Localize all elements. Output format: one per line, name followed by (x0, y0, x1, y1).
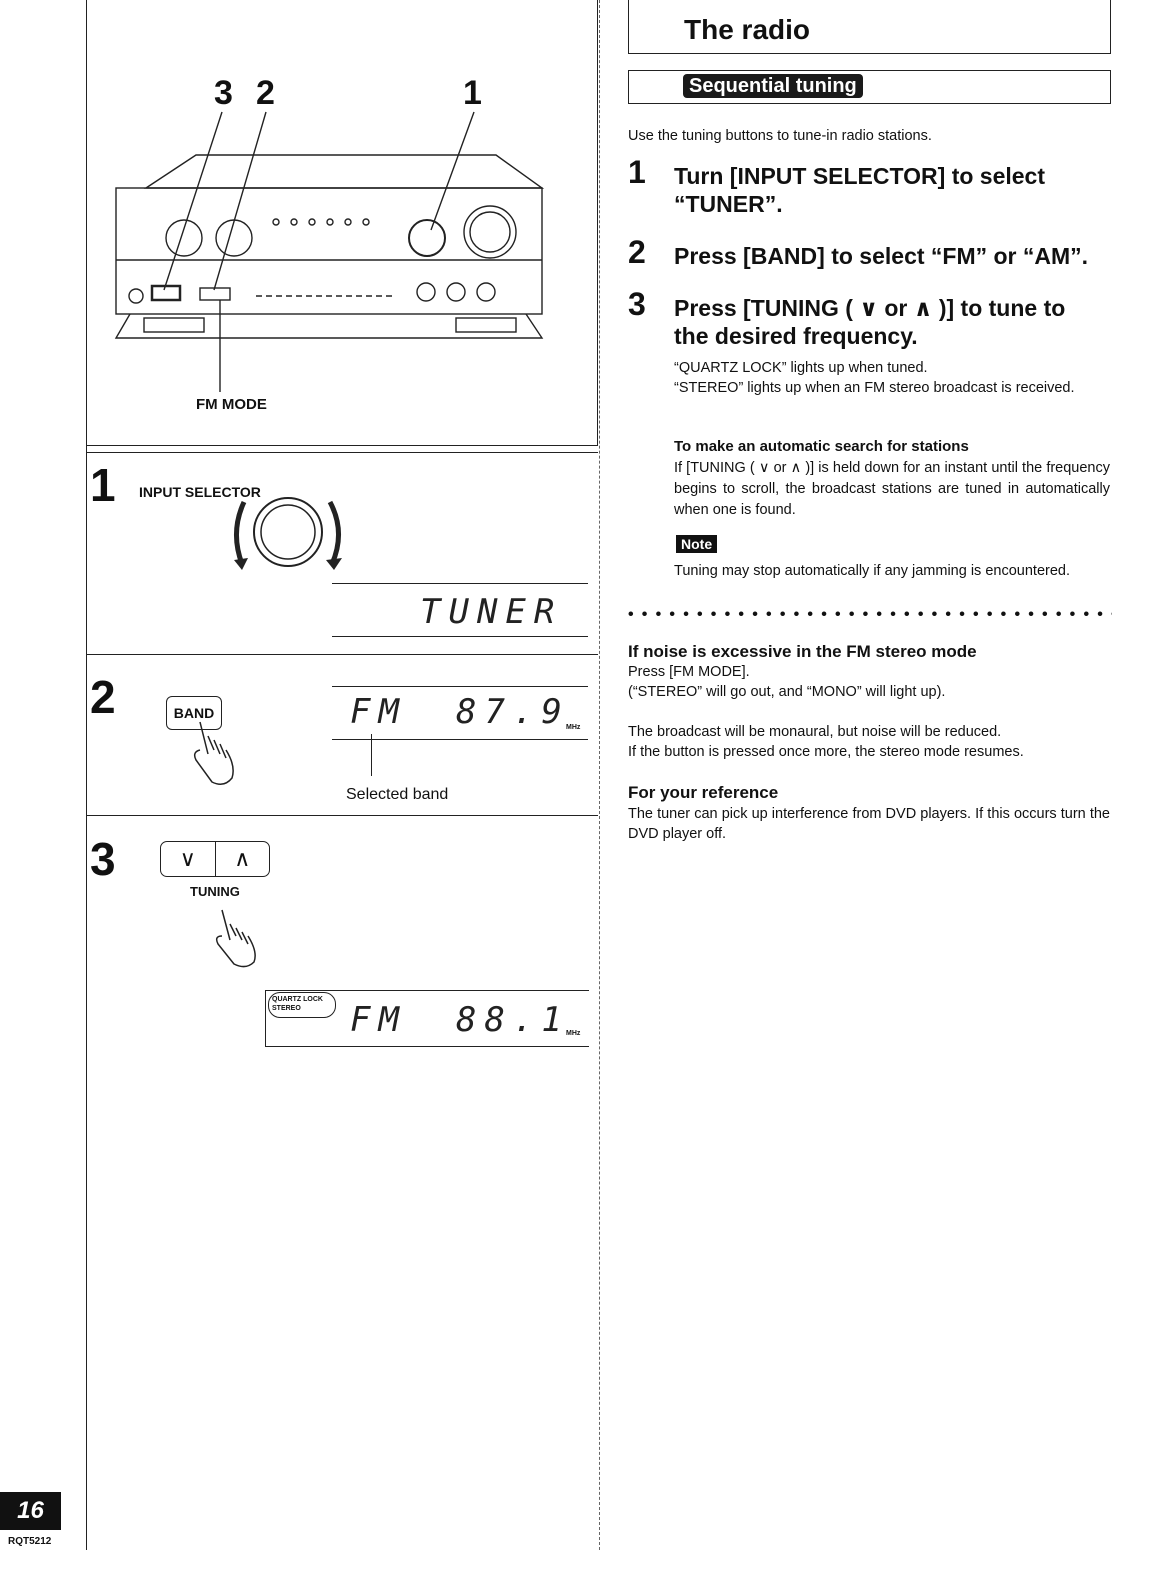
page-title: The radio (684, 14, 811, 45)
dotted-separator: •••••••••••••••••••••••••••••••••••••••• (628, 606, 1112, 623)
quartz-lock-display (265, 990, 589, 1047)
noise-line4: If the button is pressed once more, the … (628, 744, 1024, 760)
tuner-display: TUNER (420, 592, 563, 632)
intro-text: Use the tuning buttons to tune-in radio … (628, 128, 932, 144)
document-code: RQT5212 (8, 1536, 52, 1547)
receiver-drawing (114, 111, 545, 392)
step1-number: 1 (90, 459, 116, 511)
band-button: BAND (166, 696, 222, 730)
step2-number: 2 (628, 234, 646, 270)
step3-number: 3 (90, 833, 116, 885)
display-bottom-line (332, 636, 588, 637)
fm-mode-label: FM MODE (196, 396, 267, 413)
divider (86, 654, 598, 655)
noise-heading: If noise is excessive in the FM stereo m… (628, 642, 977, 661)
input-selector-knob-icon (233, 497, 342, 570)
mhz-unit: MHz (566, 1030, 581, 1037)
left-column-frame (86, 0, 600, 1550)
pointing-hand-icon (215, 909, 256, 968)
tuning-label: TUNING (190, 884, 240, 899)
selected-band-caption: Selected band (346, 786, 449, 803)
section-title: Sequential tuning (683, 74, 863, 98)
noise-line1: Press [FM MODE]. (628, 664, 750, 680)
step2-number: 2 (90, 671, 116, 723)
step2-text: Press [BAND] to select “FM” or “AM”. (674, 243, 1089, 269)
step1-text: Turn [INPUT SELECTOR] to select “TUNER”. (674, 163, 1046, 217)
tuning-down-button: ∨ (179, 846, 196, 871)
input-selector-label: INPUT SELECTOR (139, 484, 261, 500)
fm-band-display: FM (350, 692, 407, 732)
quartz-lock-note: “QUARTZ LOCK” lights up when tuned. (674, 360, 928, 376)
divider (86, 452, 598, 453)
selected-band-pointer (371, 734, 372, 776)
noise-line3: The broadcast will be monaural, but nois… (628, 724, 1002, 740)
display-top-line (332, 686, 588, 687)
receiver-illustration-box (86, 0, 598, 446)
step3-text: Press [TUNING ( ∨ or ∧ )] to tune to the… (674, 295, 1066, 349)
reference-text: The tuner can pick up interference from … (628, 806, 1110, 842)
page-number: 16 (0, 1492, 61, 1530)
mhz-unit: MHz (566, 724, 581, 731)
reference-heading: For your reference (628, 783, 779, 802)
divider (86, 815, 598, 816)
tuning-up-button: ∧ (214, 842, 270, 876)
step3-number: 3 (628, 286, 646, 322)
display-bottom-line (332, 739, 588, 740)
step1-number: 1 (628, 154, 646, 190)
fm-frequency-display: 88.1 (456, 1000, 570, 1040)
callout-2: 2 (256, 74, 275, 112)
note-label: Note (676, 535, 718, 553)
fm-band-display: FM (350, 1000, 407, 1040)
fm-frequency-display: 87.9 (456, 692, 570, 732)
pointing-hand-icon (193, 721, 234, 785)
auto-search-heading: To make an automatic search for stations (674, 438, 969, 455)
callout-3: 3 (214, 74, 233, 112)
subtitle-box (628, 70, 1111, 104)
quartz-lock-indicator: QUARTZ LOCK STEREO (268, 992, 336, 1018)
tuning-buttons: ∨ ∧ (160, 841, 270, 877)
title-box (628, 0, 1111, 54)
note-text: Tuning may stop automatically if any jam… (674, 563, 1070, 579)
callout-1: 1 (463, 74, 482, 112)
noise-line2: (“STEREO” will go out, and “MONO” will l… (628, 684, 946, 700)
display-top-line (332, 583, 588, 584)
stereo-note: “STEREO” lights up when an FM stereo bro… (674, 380, 1075, 396)
auto-search-text: If [TUNING ( ∨ or ∧ )] is held down for … (674, 460, 1110, 518)
